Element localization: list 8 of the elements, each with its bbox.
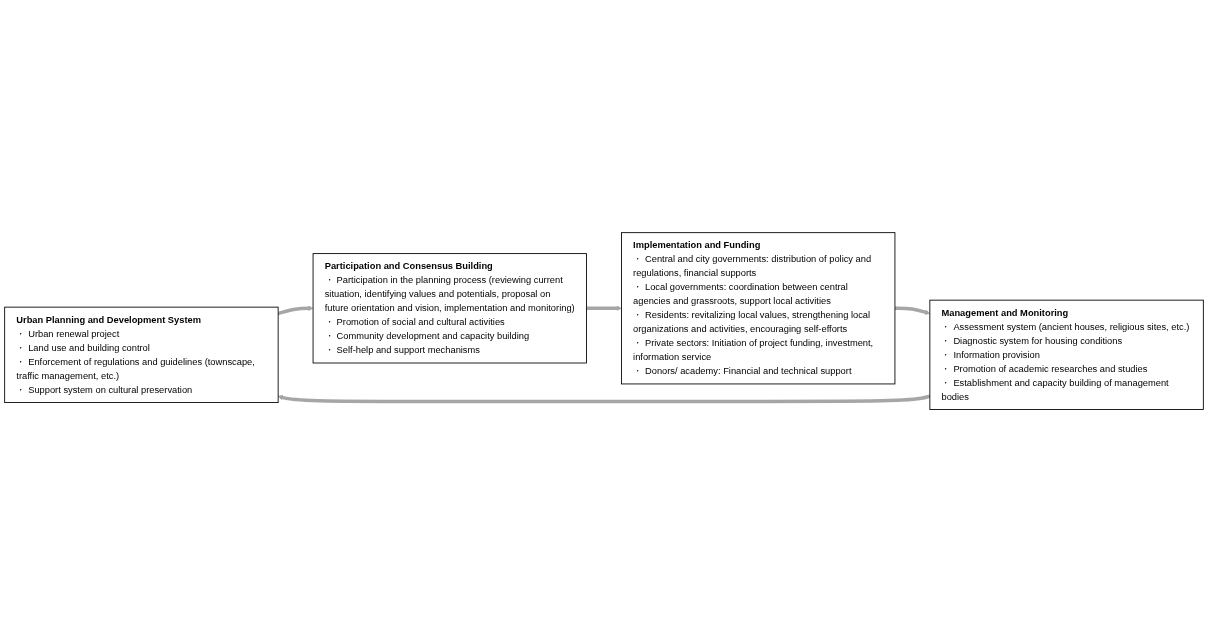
arrow [894, 306, 931, 315]
arrow [277, 394, 931, 404]
arrow [277, 305, 314, 316]
node-box: Implementation and Funding ・ Central and city governments: distribution of policy and regulations, financial supports ・ Local governments: coordination between central agencies and grassroots, support local activities ・ Residents: revitalizing local values, strengthening local organizations and activities, encouraging self-efforts ・ Private sectors: Initiation of project funding, investment, information service ・ Donors/ academy: Financial and technical support [621, 232, 896, 385]
node-box: Urban Planning and Development System ・ Urban renewal project ・ Land use and building control ・ Enforcement of regulations and guidelines (townscape, traffic management, etc.) ・ Support system on cultural preservation [4, 306, 279, 403]
node-box: Participation and Consensus Building ・ Participation in the planning process (reviewing current situation, identifying values and potentials, proposal on future orientation and vision, implementation and monitoring) ・ Promotion of social and cultural activities ・ Community development and capacity building ・ Self-help and support mechanisms [312, 253, 587, 364]
node-box: Management and Monitoring ・ Assessment system (ancient houses, religious sites, etc.) ・ Diagnostic system for housing conditions ・ Information provision ・ Promotion of academic researches and studies ・ Establishment and capacity building of management bodies [929, 299, 1204, 410]
arrow [586, 305, 622, 311]
